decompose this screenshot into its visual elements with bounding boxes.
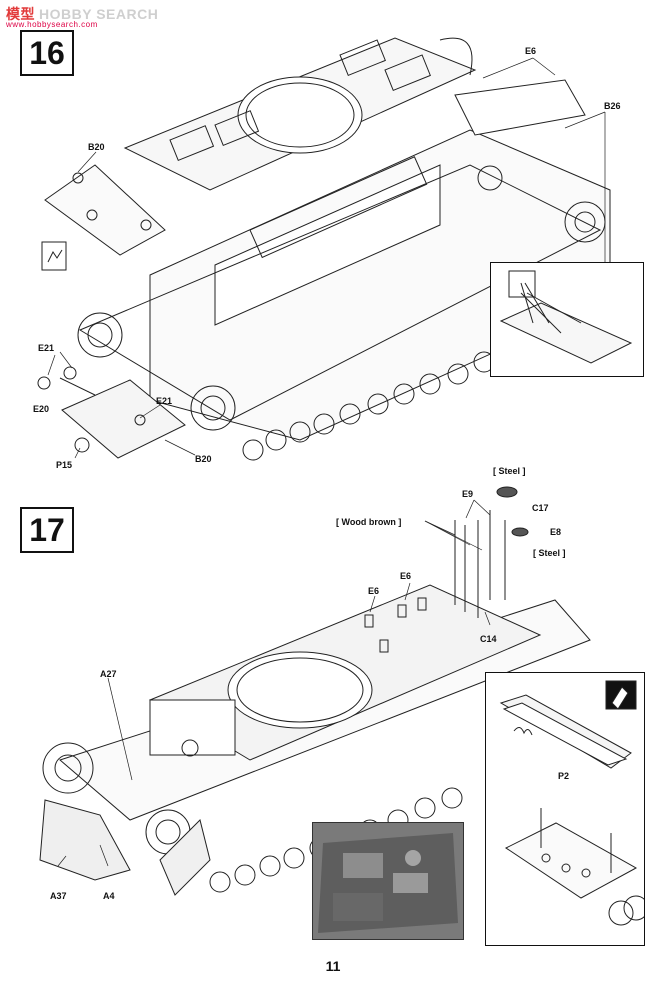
step-16-number: 16 bbox=[20, 30, 74, 76]
step16-upper-hull bbox=[123, 37, 477, 191]
step16-inset-drawing bbox=[499, 270, 633, 364]
label-a27: A27 bbox=[100, 669, 117, 679]
step17-tools bbox=[364, 486, 529, 653]
label-c14: C14 bbox=[480, 634, 497, 644]
label-e9: E9 bbox=[462, 489, 474, 499]
label-e6-b: E6 bbox=[400, 571, 412, 581]
label-p2: P2 bbox=[558, 771, 570, 781]
page-number: 11 bbox=[325, 958, 341, 974]
label-e6-a: E6 bbox=[368, 586, 380, 596]
label-e21-left: E21 bbox=[38, 343, 55, 353]
label-steel-top: [ Steel ] bbox=[493, 466, 526, 476]
label-p15: P15 bbox=[56, 460, 73, 470]
label-wood-brown: [ Wood brown ] bbox=[336, 517, 402, 527]
label-steel-bottom: [ Steel ] bbox=[533, 548, 566, 558]
step17-inset-drawing bbox=[499, 680, 644, 926]
label-e21-bottom: E21 bbox=[156, 396, 173, 406]
label-b20-top: B20 bbox=[88, 142, 105, 152]
reference-photo-image bbox=[313, 823, 463, 939]
watermark-url: www.hobbysearch.com bbox=[6, 20, 98, 29]
step16-detail-inset bbox=[490, 262, 644, 377]
label-e20: E20 bbox=[33, 404, 50, 414]
step16-hull-body bbox=[77, 79, 611, 461]
label-a37: A37 bbox=[50, 891, 67, 901]
step16-road-wheels bbox=[77, 201, 606, 461]
step17-leader-lines bbox=[57, 499, 491, 867]
label-b26: B26 bbox=[604, 101, 621, 111]
reference-photo bbox=[312, 822, 464, 940]
step16-plate-b20-bottom bbox=[37, 366, 186, 459]
watermark-cn: 模型 bbox=[6, 6, 35, 22]
label-b20-bottom: B20 bbox=[195, 454, 212, 464]
label-e6: E6 bbox=[525, 46, 537, 56]
step16-plate-b20-top bbox=[41, 164, 166, 271]
step-17-number: 17 bbox=[20, 507, 74, 553]
watermark-text: HOBBY SEARCH bbox=[39, 6, 159, 22]
step17-detail-inset bbox=[485, 672, 645, 946]
label-e8: E8 bbox=[550, 527, 562, 537]
label-a4: A4 bbox=[103, 891, 115, 901]
label-c17: C17 bbox=[532, 503, 549, 513]
